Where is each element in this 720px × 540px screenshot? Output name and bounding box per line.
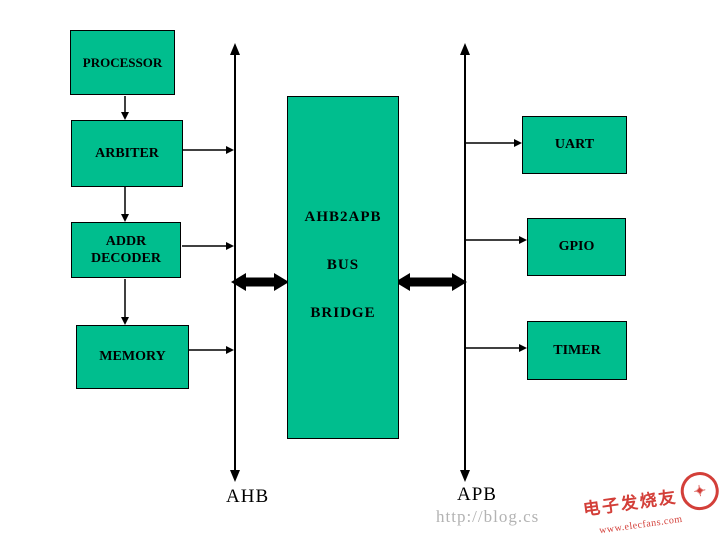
elecfans-seal-icon: ✦ [678,469,720,513]
uart-block: UART [522,116,627,174]
addr-decoder-block: ADDR DECODER [71,222,181,278]
timer-label: TIMER [553,342,601,358]
bus-timer-arrow [519,344,527,352]
seal-glyph: ✦ [692,482,708,501]
ahb-bridge-double-arrow [231,273,289,291]
apb-bus-arrow-down [460,470,470,482]
bridge-label-line1: AHB2APB [304,209,382,225]
arbiter-block: ARBITER [71,120,183,187]
arbiter-label: ARBITER [95,145,159,161]
processor-block: PROCESSOR [70,30,175,95]
memory-bus-arrow [226,346,234,354]
processor-label: PROCESSOR [82,55,163,70]
decoder-memory-arrow [121,317,129,325]
ahb-bus-arrow-down [230,470,240,482]
bridge-label-line3: BRIDGE [310,305,376,321]
arbiter-bus-arrow [226,146,234,154]
timer-block: TIMER [527,321,627,380]
bus-gpio-arrow [519,236,527,244]
memory-label: MEMORY [99,349,166,365]
watermark-logo: 电子发烧友 ✦ www.elecfans.com [582,469,720,536]
ahb-bus-arrow-up [230,43,240,55]
decoder-bus-arrow [226,242,234,250]
addr-decoder-label: ADDR DECODER [90,233,161,267]
apb-bus-arrow-up [460,43,470,55]
watermark-url: http://blog.cs [436,507,540,526]
gpio-block: GPIO [527,218,626,276]
processor-arbiter-arrow [121,112,129,120]
ahb2apb-bridge-block: AHB2APB BUS BRIDGE [287,96,399,439]
arbiter-decoder-arrow [121,214,129,222]
bus-uart-arrow [514,139,522,147]
ahb-bus-label: AHB [226,486,270,507]
apb-bus-label: APB [457,484,497,505]
bridge-label-line2: BUS [326,257,360,273]
gpio-label: GPIO [558,239,595,255]
memory-block: MEMORY [76,325,189,389]
bridge-apb-double-arrow [395,273,467,291]
uart-label: UART [554,137,595,153]
watermark-logo-text: 电子发烧友 [581,486,679,519]
